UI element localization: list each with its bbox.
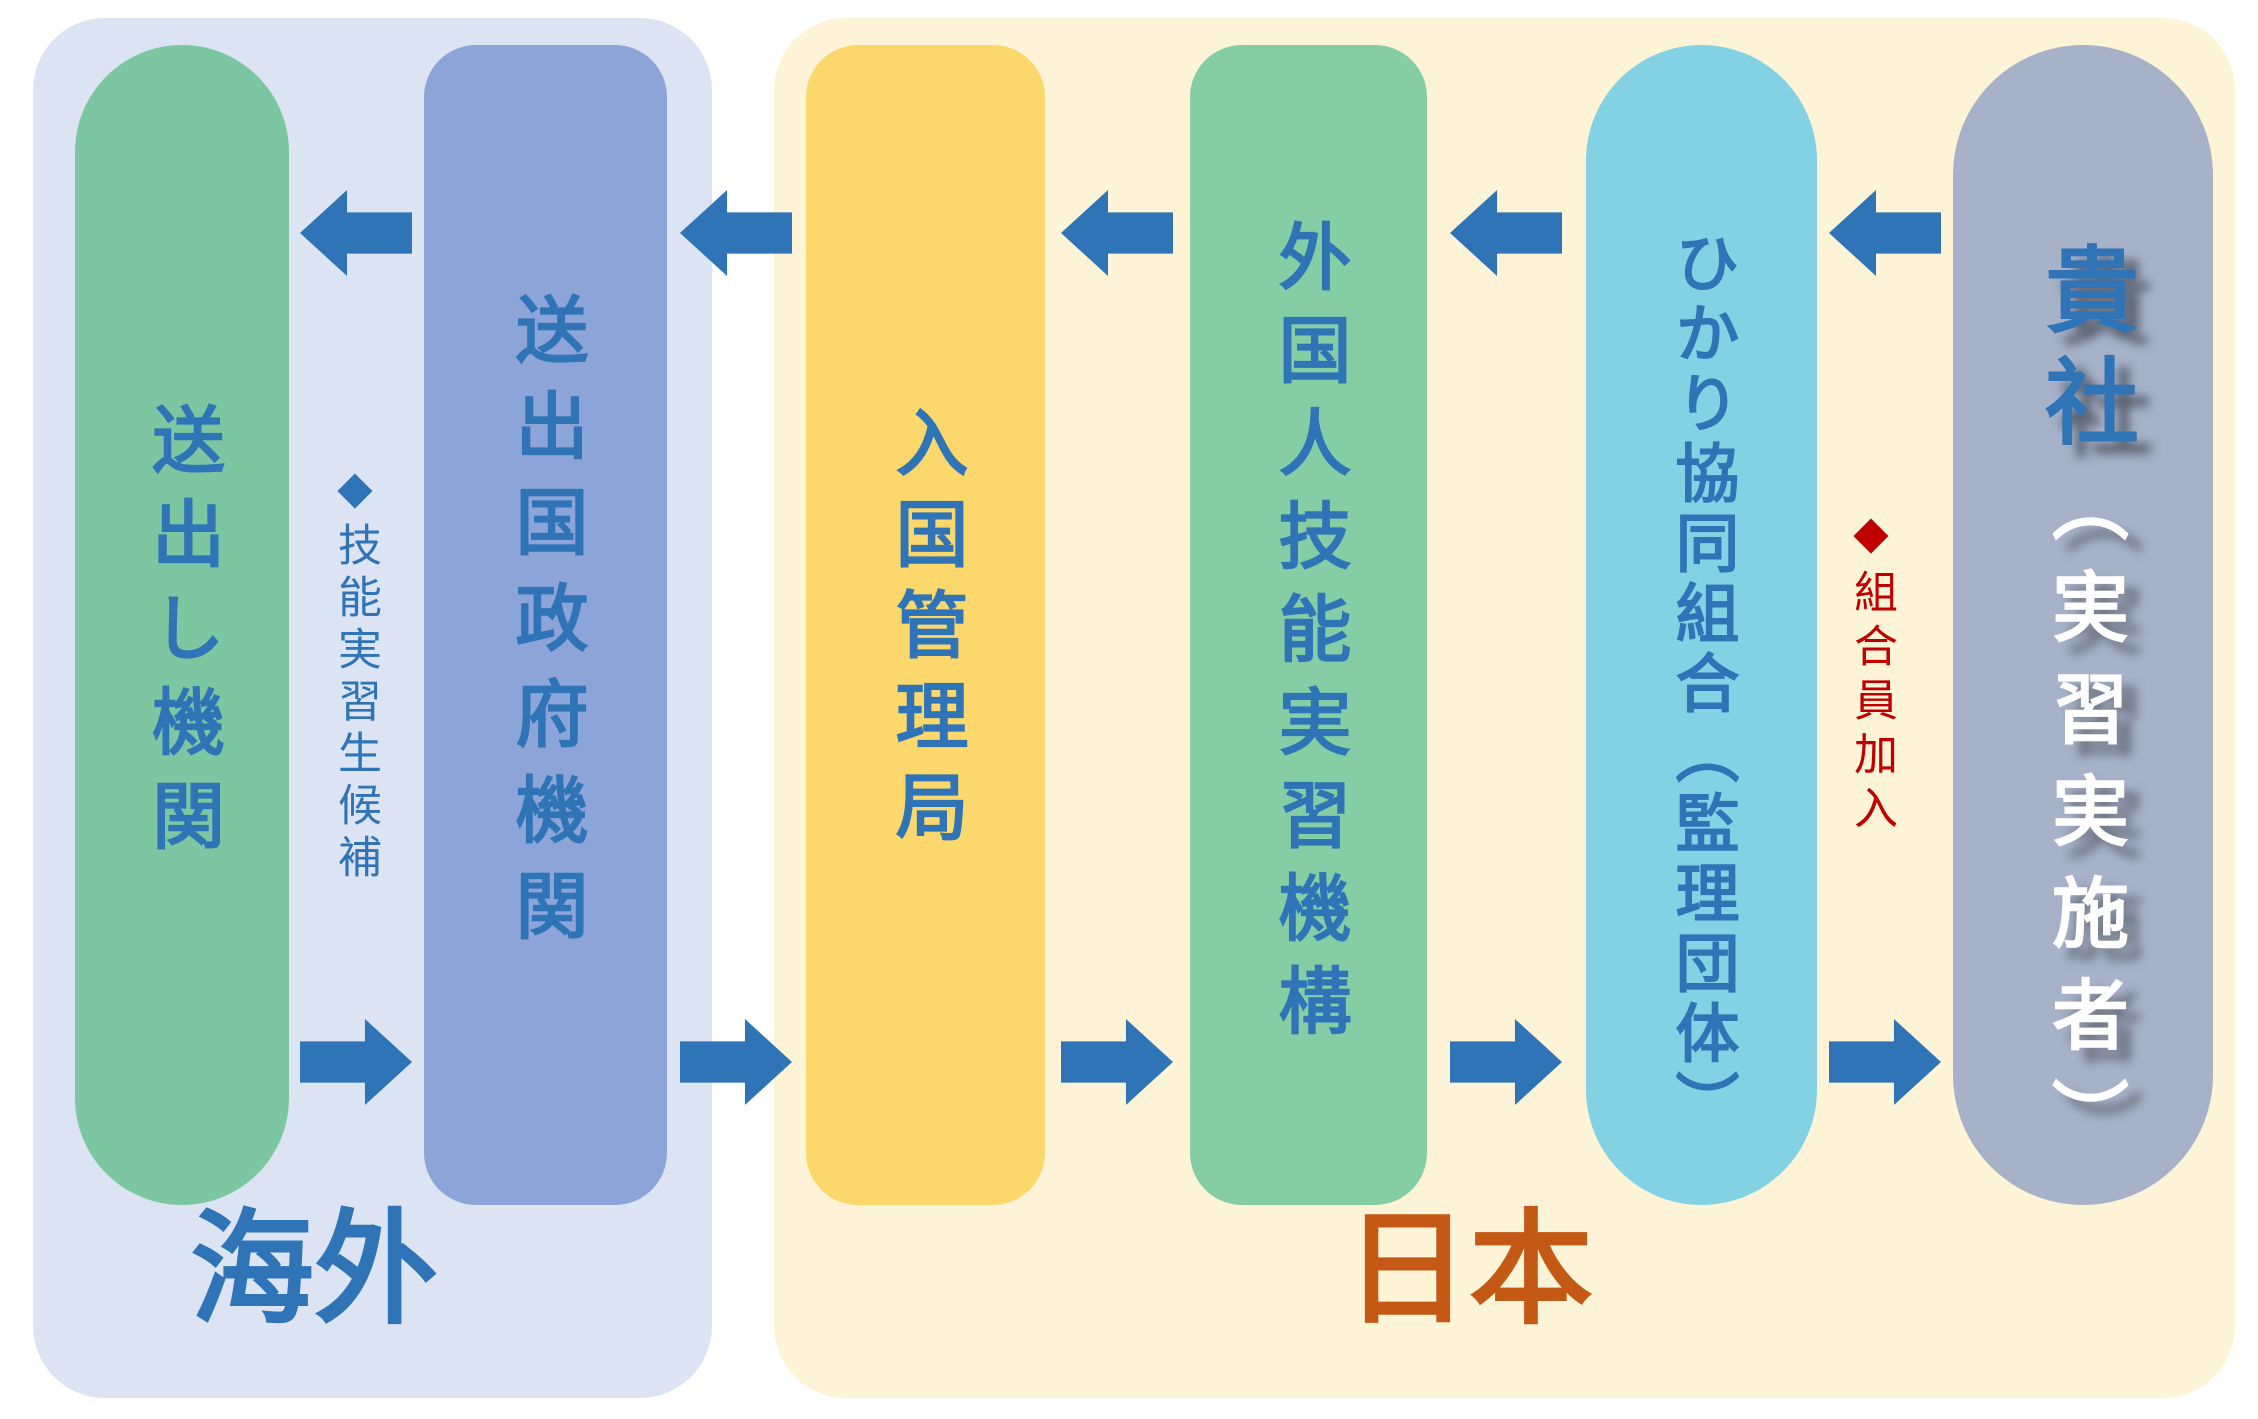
node-your-company: 貴社（実習実施者）	[1953, 45, 2213, 1205]
annotation-text: 組合員加入	[1846, 569, 1897, 839]
node-sending-country-government: 送出国政府機関	[424, 45, 667, 1205]
node-label: 入国管理局	[883, 405, 968, 860]
node-label: 貴社（実習実施者）	[2029, 241, 2138, 1205]
annotation-trainee-candidates: ◆技能実習生候補	[328, 460, 382, 886]
annotation-union-membership: ◆組合員加入	[1844, 505, 1898, 839]
your-company-primary-label: 貴社	[2029, 241, 2138, 465]
node-sending-organization: 送出し機関	[75, 45, 289, 1205]
annotation-text: 技能実習生候補	[330, 522, 381, 886]
node-otit: 外国人技能実習機構	[1190, 45, 1427, 1205]
node-label: 送出国政府機関	[503, 292, 588, 964]
node-label: 外国人技能実習機構	[1266, 219, 1351, 1056]
node-hikari-cooperative: ひかり協同組合（監理団体）	[1586, 45, 1817, 1205]
diamond-icon: ◆	[328, 460, 382, 522]
your-company-secondary-label: （実習実施者）	[2039, 465, 2128, 1179]
node-label: ひかり協同組合（監理団体）	[1664, 230, 1739, 1140]
overseas-region-label: 海外	[190, 1198, 439, 1342]
japan-region-label: 日本	[1345, 1198, 1594, 1342]
node-immigration-bureau: 入国管理局	[806, 45, 1045, 1205]
node-label: 送出し機関	[139, 402, 225, 872]
diamond-icon: ◆	[1844, 505, 1898, 569]
